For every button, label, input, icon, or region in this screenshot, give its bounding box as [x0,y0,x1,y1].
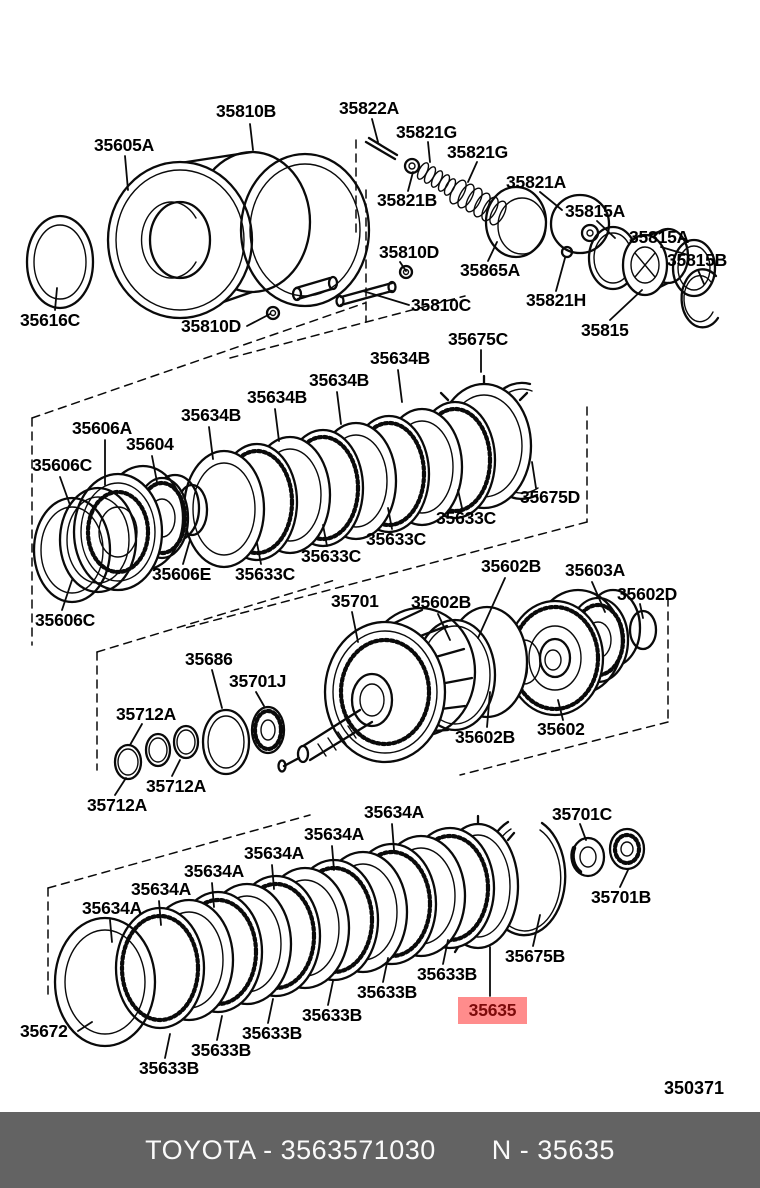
part-label-35634b: 35634B [181,405,242,425]
part-label-35634b: 35634B [370,348,431,368]
part-label-35606a: 35606A [72,418,133,438]
part-label-35606c: 35606C [35,610,96,630]
leader-lines [54,118,705,1059]
part-label-35634b: 35634B [309,370,370,390]
part-label-35602b: 35602B [481,556,542,576]
part-label-35634a: 35634A [364,802,425,822]
part-label-35815: 35815 [581,320,629,340]
part-label-35810b: 35810B [216,101,277,121]
part-label-35633c: 35633C [436,508,497,528]
part-label-35712a: 35712A [116,704,177,724]
part-label-35686: 35686 [185,649,233,669]
footer-part-code: TOYOTA - 3563571030 [145,1134,436,1165]
part-label-35675b: 35675B [505,946,566,966]
part-label-35603a: 35603A [565,560,626,580]
part-label-35712a: 35712A [87,795,148,815]
part-label-35701b: 35701B [591,887,652,907]
part-label-35634a: 35634A [244,843,305,863]
part-label-35821b: 35821B [377,190,438,210]
part-label-35712a: 35712A [146,776,207,796]
part-label-35605a: 35605A [94,135,155,155]
part-label-35634a: 35634A [184,861,245,881]
part-label-35865a: 35865A [460,260,521,280]
diagram-line-art [25,118,720,1059]
part-label-35633c: 35633C [366,529,427,549]
part-label-35701j: 35701J [229,671,287,691]
diagram-ref-number: 350371 [664,1078,725,1098]
footer-part-number: N - 35635 [491,1134,615,1165]
part-label-35633b: 35633B [242,1023,303,1043]
part-label-35821a: 35821A [506,172,567,192]
part-label-35633b: 35633B [357,982,418,1002]
front-clutch-drum-group [25,150,414,321]
part-label-35675d: 35675D [520,487,581,507]
part-label-35821h: 35821H [526,290,587,310]
part-label-35675c: 35675C [448,329,509,349]
part-label-35634b: 35634B [247,387,308,407]
part-label-35821g: 35821G [447,142,509,162]
part-label-35606c: 35606C [32,455,93,475]
part-label-35821g: 35821G [396,122,458,142]
part-label-35822a: 35822A [339,98,400,118]
part-label-35606e: 35606E [152,564,212,584]
brake-pack-group [53,814,646,1048]
part-label-35633b: 35633B [417,964,478,984]
part-label-35815b: 35815B [667,250,728,270]
part-label-35616c: 35616C [20,310,81,330]
highlighted-part-label: 35635 [458,997,527,1024]
part-label-35633b: 35633B [139,1058,200,1078]
part-label-35602b: 35602B [455,727,516,747]
part-label-35815a: 35815A [629,227,690,247]
part-label-35604: 35604 [126,434,174,454]
dashed-guides [31,139,669,1001]
part-label-35634a: 35634A [131,879,192,899]
part-label-35602d: 35602D [617,584,678,604]
part-label-35633b: 35633B [191,1040,252,1060]
part-label-35633c: 35633C [301,546,362,566]
part-label-35701c: 35701C [552,804,613,824]
part-label-35602b: 35602B [411,592,472,612]
part-label-35701: 35701 [331,591,379,611]
part-label-35634a: 35634A [82,898,143,918]
part-label-35602: 35602 [537,719,585,739]
part-label-35634a: 35634A [304,824,365,844]
part-label-35672: 35672 [20,1021,68,1041]
part-label-35810d: 35810D [379,242,440,262]
accumulator-piston-group [364,136,720,329]
part-label-35633c: 35633C [235,564,296,584]
part-label-35810c: 35810C [411,295,472,315]
direct-clutch-group [113,588,658,781]
second-clutch-pack-group [32,374,539,604]
part-label-35810d: 35810D [181,316,242,336]
part-label-35633b: 35633B [302,1005,363,1025]
part-label-35815a: 35815A [565,201,626,221]
footer-bar: TOYOTA - 3563571030 N - 35635 [0,1112,760,1188]
